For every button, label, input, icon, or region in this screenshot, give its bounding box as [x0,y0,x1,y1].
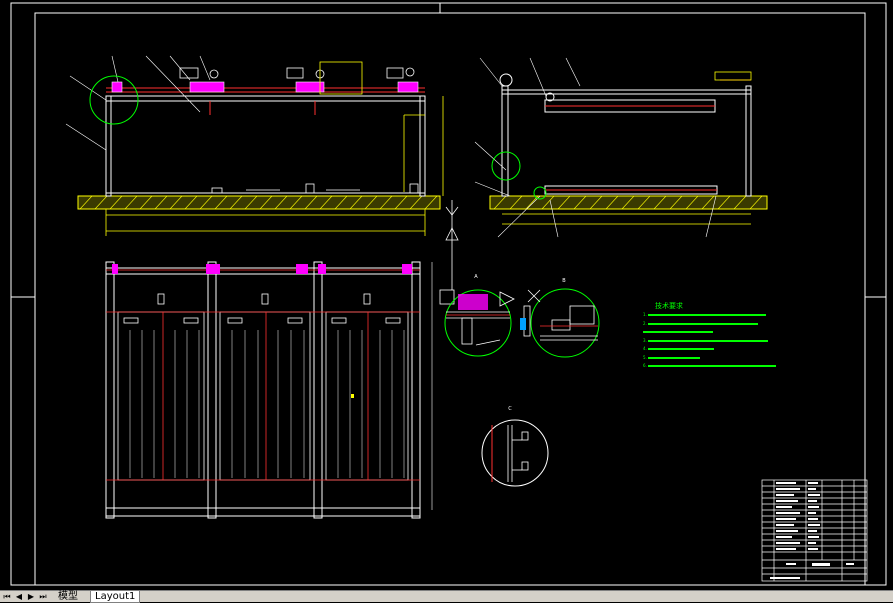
note-line-5: 4. [643,345,788,354]
detail-c-label: C [508,406,512,412]
title-block-fills [770,482,854,579]
detail-c-view: C [481,406,549,487]
front-elevation-view [65,55,444,236]
detail-b-marker [491,151,521,181]
sheet-border [10,2,887,586]
note-line-1: 1. [643,311,788,320]
first-tab-button[interactable]: ⏮ [3,592,11,601]
title-block [761,479,868,582]
side-elevation-view [474,57,768,238]
cad-drawing-canvas[interactable]: A B C [0,0,893,590]
last-tab-button[interactable]: ⏭ [39,592,47,601]
note-line-2: 2. [643,320,788,329]
notes-lines: 1. 2. 3. 4. 5. 6. [643,311,788,371]
tab-model[interactable]: 模型 [54,591,82,602]
section-arrow [439,200,459,305]
plan-view [105,261,433,519]
notes-title: 技术要求 [655,302,683,310]
next-tab-button[interactable]: ▶ [27,592,35,601]
note-line-4: 3. [643,337,788,346]
note-line-3 [643,328,788,337]
layout-tab-bar: ⏮ ◀ ▶ ⏭ 模型 Layout1 [0,590,893,603]
prev-tab-button[interactable]: ◀ [15,592,23,601]
note-line-7: 6. [643,362,788,371]
detail-a-view: A [444,274,515,357]
technical-notes: 技术要求 1. 2. 3. 4. 5. 6. [643,302,788,371]
detail-b-label: B [562,278,566,284]
detail-a-label: A [474,274,478,280]
detail-a-marker [89,75,139,125]
tab-layout1[interactable]: Layout1 [90,591,141,603]
detail-b-view: B [520,278,600,358]
note-line-6: 5. [643,354,788,363]
